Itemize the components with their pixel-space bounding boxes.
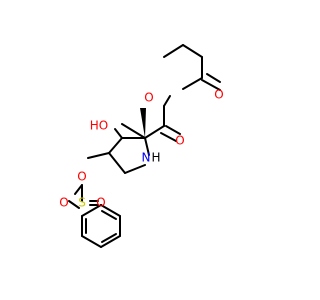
- bond: [163, 44, 184, 58]
- bond: [114, 128, 123, 139]
- oxygen-atom-label: O: [175, 134, 184, 148]
- bond: [81, 204, 102, 217]
- bond: [144, 137, 150, 156]
- oxygen-atom-label: O: [59, 196, 68, 210]
- bond: [108, 137, 123, 154]
- nitrogen-atom-label: N: [142, 151, 151, 165]
- bond: [163, 95, 171, 107]
- hydroxyl-label: HO: [90, 119, 108, 133]
- bond: [160, 132, 177, 142]
- hydrogen-atom-label: H: [151, 151, 160, 165]
- bond: [87, 152, 110, 159]
- sulfur-atom-label: S: [78, 196, 86, 210]
- bond: [101, 233, 117, 243]
- wedge-bond: [140, 108, 146, 138]
- bond: [182, 44, 203, 58]
- bond: [68, 200, 80, 209]
- bond: [165, 125, 181, 135]
- bond: [74, 184, 83, 195]
- bond: [108, 152, 126, 174]
- molecule-canvas: O O O HO N H O S O O: [59, 44, 224, 248]
- bond: [206, 73, 221, 83]
- bond: [121, 123, 146, 139]
- oxygen-atom-label: O: [144, 91, 153, 105]
- bond: [100, 204, 121, 217]
- bond: [101, 210, 117, 220]
- oxygen-atom-label: O: [77, 170, 86, 184]
- molecule-structure: O O O HO N H O S O O: [59, 44, 224, 248]
- oxygen-atom-label: O: [96, 196, 105, 210]
- bond: [100, 235, 121, 248]
- bond: [124, 164, 146, 174]
- bond: [81, 235, 102, 248]
- bond: [201, 79, 221, 91]
- bond: [144, 125, 165, 139]
- bond: [182, 77, 203, 90]
- oxygen-atom-label: O: [214, 88, 223, 102]
